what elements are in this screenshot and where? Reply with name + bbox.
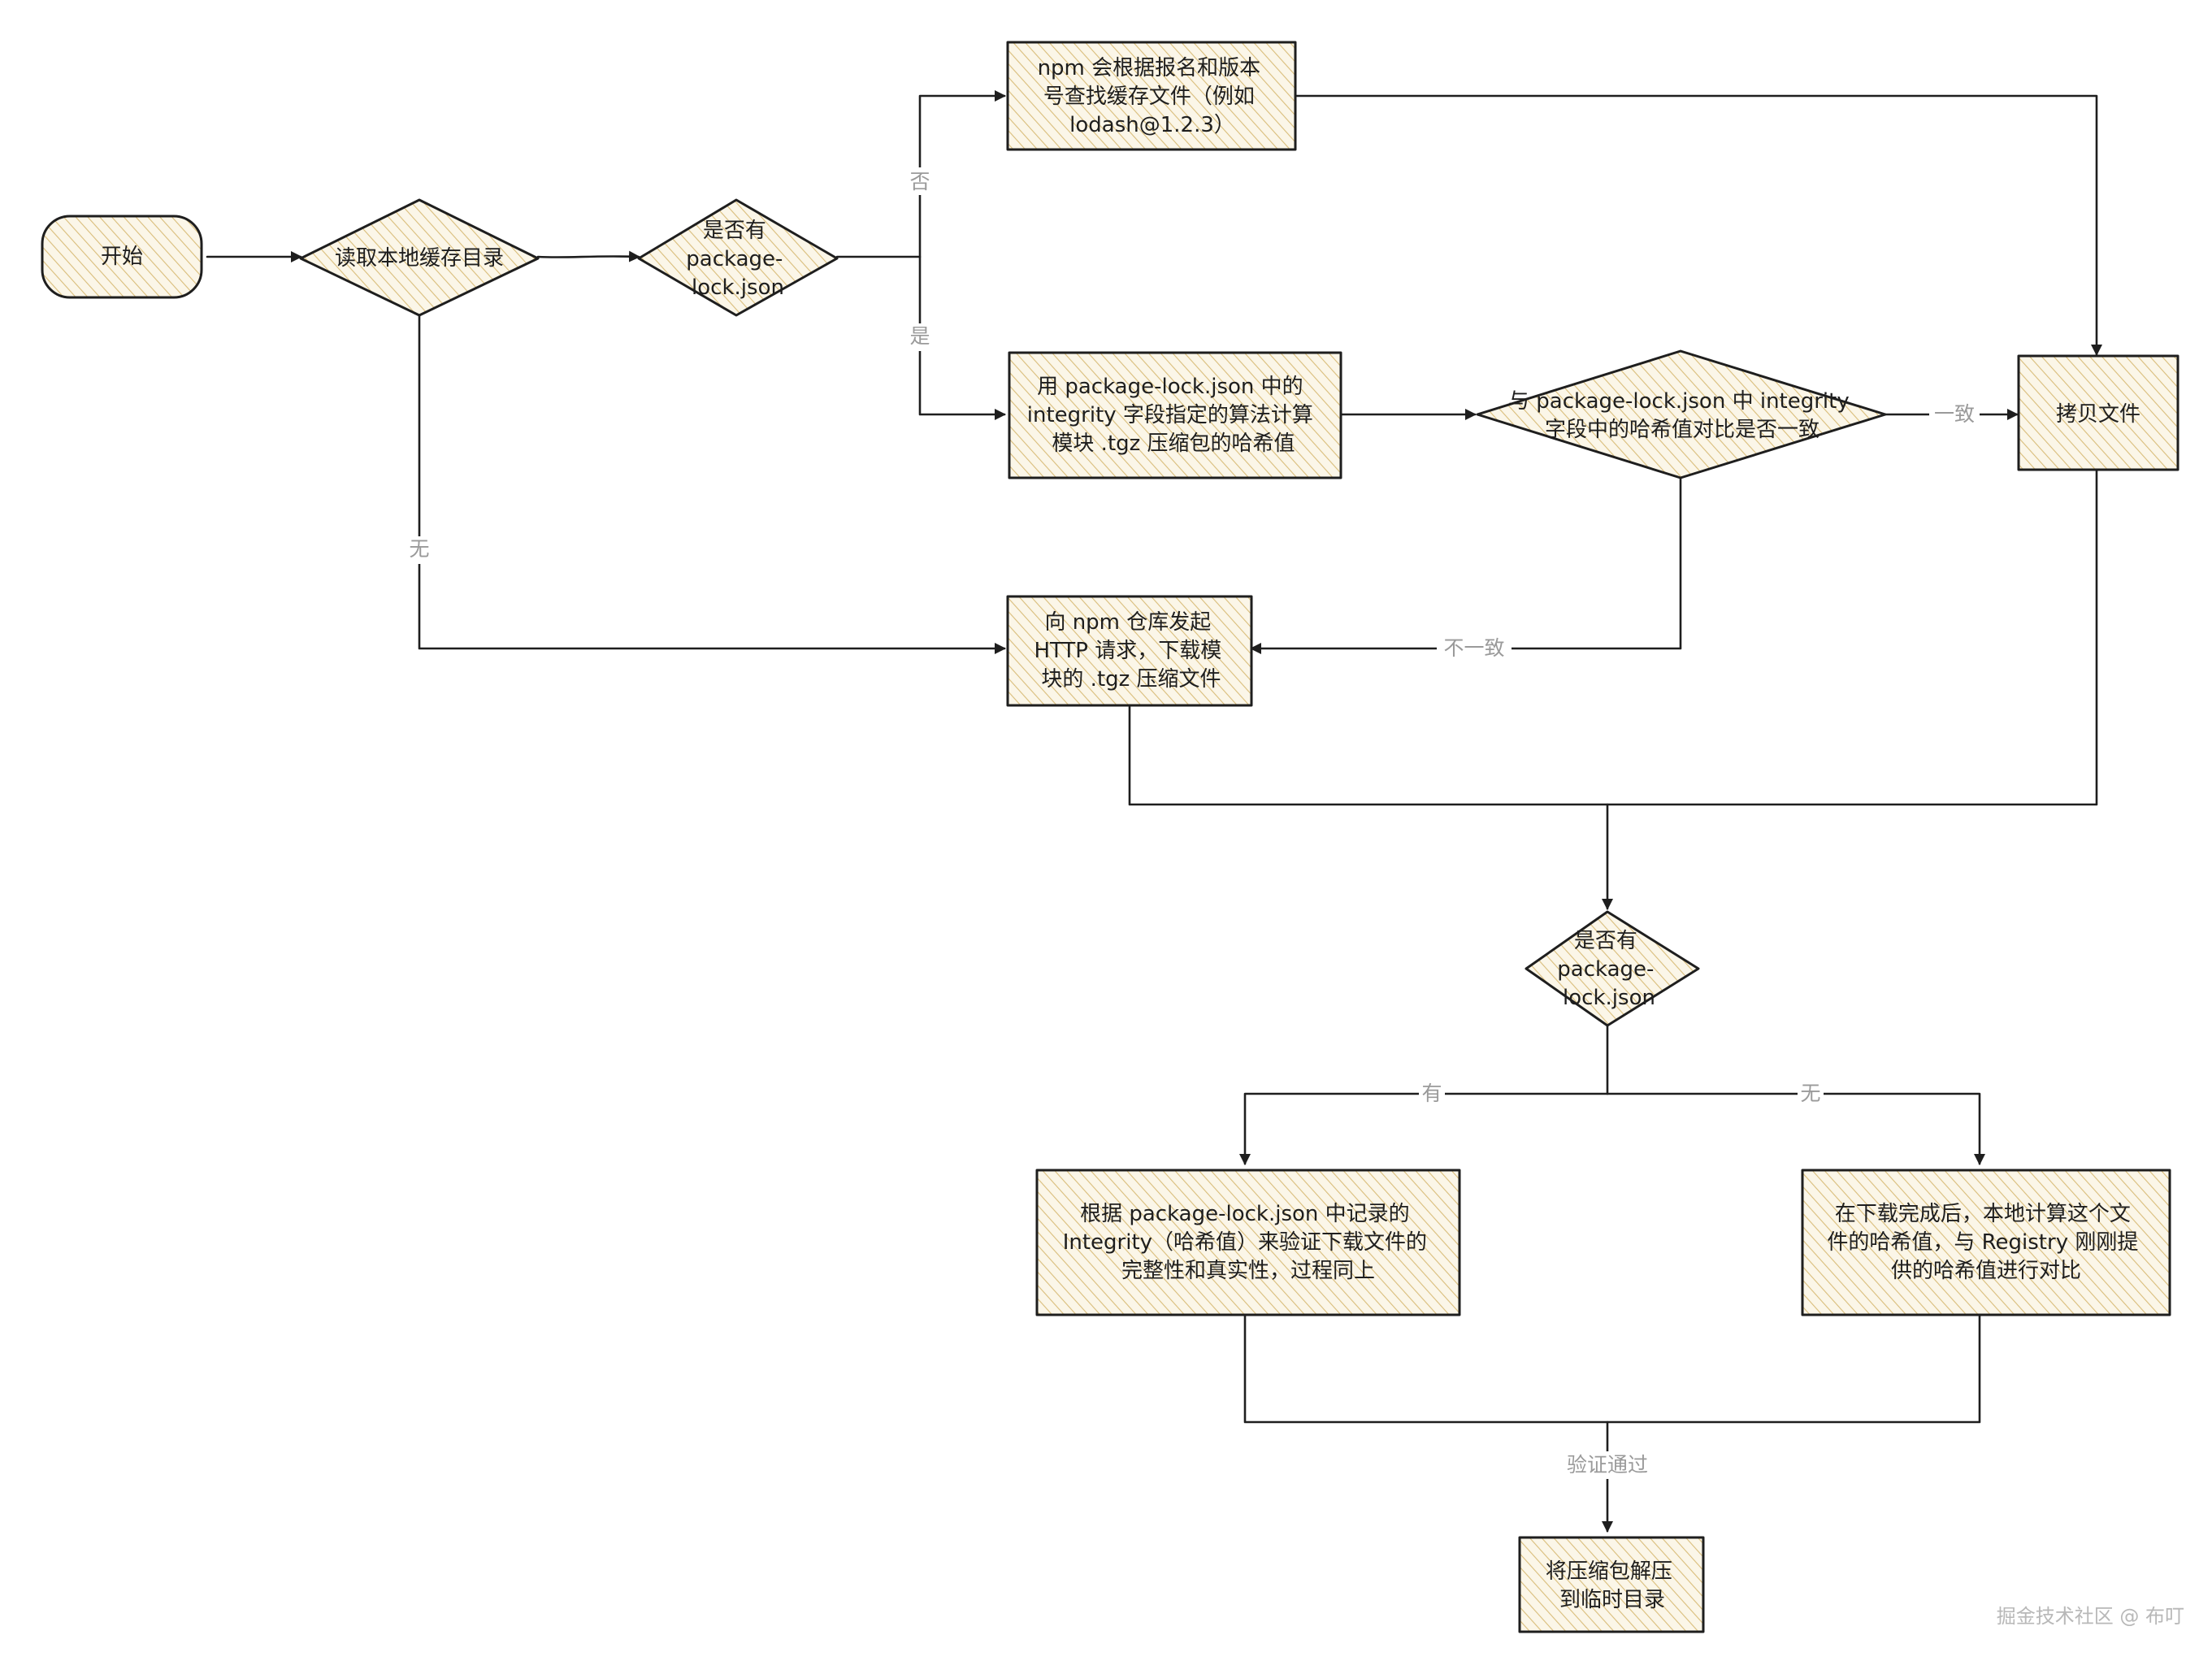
edge-label-none-left: 无 xyxy=(409,537,429,561)
verify-lock-box xyxy=(1035,1169,1461,1316)
start-node-shape xyxy=(41,215,203,299)
edge-label-no: 否 xyxy=(909,170,930,193)
compare-hash-label: 与 package-lock.json 中 integrity 字段中的哈希值对… xyxy=(1508,389,1856,442)
has-lock-2-diamond xyxy=(1525,910,1700,1027)
http-request-label: 向 npm 仓库发起 HTTP 请求，下载模 块的 .tgz 压缩文件 xyxy=(1034,610,1228,692)
has-lock-1-label: 是否有 package- lock.json xyxy=(686,219,789,300)
node-labels: 开始 读取本地缓存目录 是否有 package- lock.json npm 会… xyxy=(101,56,2145,1612)
verify-lock-label: 根据 package-lock.json 中记录的 Integrity（哈希值）… xyxy=(1063,1202,1434,1283)
has-lock-1-diamond xyxy=(637,198,839,317)
read-cache-diamond xyxy=(299,198,540,317)
copy-file-label: 拷贝文件 xyxy=(2056,402,2140,427)
compute-hash-box xyxy=(1008,351,1342,479)
edges xyxy=(206,90,2102,1533)
verify-registry-label: 在下载完成后，本地计算这个文 件的哈希值，与 Registry 刚刚提 供的哈希… xyxy=(1827,1202,2145,1283)
edge-has-lock-2-to-verify-registry xyxy=(1606,1092,1985,1165)
edge-label-verified: 验证通过 xyxy=(1567,1453,1648,1477)
watermark: 掘金技术社区 @ 布叮 xyxy=(1997,1605,2184,1628)
find-cache-box xyxy=(1006,41,1297,151)
has-lock-2-label: 是否有 package- lock.json xyxy=(1557,929,1660,1010)
edge-verify-lock-to-merge xyxy=(1243,1313,1981,1424)
edge-compare-to-http xyxy=(1250,476,1682,654)
start-label: 开始 xyxy=(101,245,143,269)
edge-http-to-merge xyxy=(1128,468,2098,806)
edge-label-has: 有 xyxy=(1421,1082,1442,1105)
edge-label-consistent: 一致 xyxy=(1934,402,1975,426)
extract-label: 将压缩包解压 到临时目录 xyxy=(1546,1559,1679,1612)
http-request-box xyxy=(1006,595,1253,707)
extract-box xyxy=(1518,1536,1705,1633)
compute-hash-label: 用 package-lock.json 中的 integrity 字段指定的算法… xyxy=(1027,375,1320,456)
edge-find-cache-to-copy xyxy=(1295,94,2102,356)
edge-has-lock-to-compute-hash xyxy=(918,255,1006,420)
find-cache-label: npm 会根据报名和版本 号查找缓存文件（例如 lodash@1.2.3） xyxy=(1038,56,1268,137)
edge-labels: 否 是 无 一致 不一致 有 无 验证通过 xyxy=(406,167,1980,1479)
edge-label-yes: 是 xyxy=(909,324,930,348)
copy-file-box xyxy=(2017,354,2179,471)
edge-label-inconsistent: 不一致 xyxy=(1443,636,1504,660)
read-cache-label: 读取本地缓存目录 xyxy=(335,246,504,271)
node-shapes xyxy=(41,41,2179,1633)
edge-read-cache-to-http xyxy=(418,314,1006,654)
edge-label-none-right: 无 xyxy=(1800,1082,1820,1105)
verify-registry-box xyxy=(1801,1169,2171,1316)
compare-hash-diamond xyxy=(1476,349,1887,479)
edge-read-cache-to-has-lock xyxy=(536,250,640,262)
